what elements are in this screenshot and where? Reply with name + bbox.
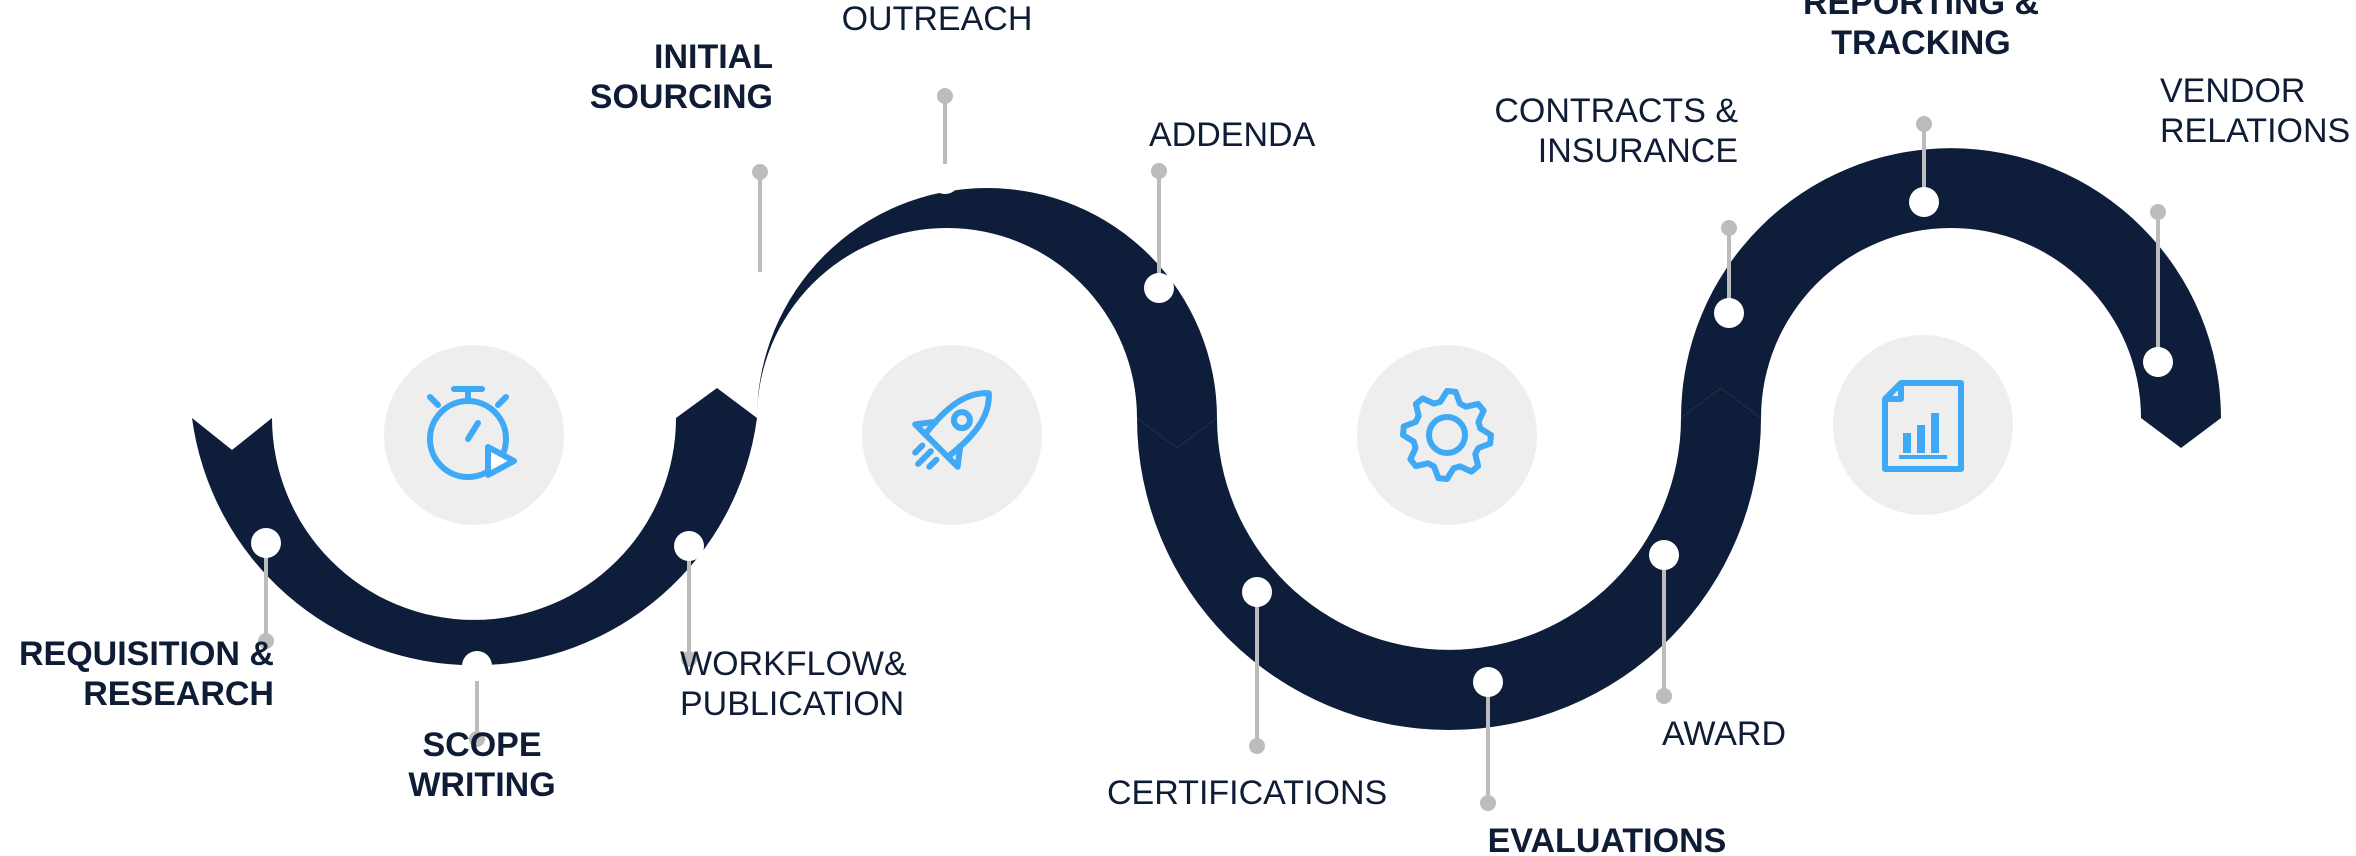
process-road bbox=[192, 148, 2221, 730]
connector-end-dot bbox=[1151, 163, 1167, 179]
step-label-line: VENDOR bbox=[2160, 72, 2305, 110]
milestone-dot bbox=[1714, 298, 1744, 328]
step-label-line: OUTREACH bbox=[842, 0, 1033, 38]
step-label-line: RELATIONS bbox=[2160, 112, 2350, 150]
milestone-dot bbox=[2143, 347, 2173, 377]
step-label-line: RESEARCH bbox=[83, 675, 274, 713]
step-label-line: REPORTING & bbox=[1803, 0, 2039, 22]
step-connectors bbox=[258, 88, 2166, 811]
step-label: CONTRACTS &INSURANCE bbox=[1494, 92, 1738, 170]
milestone-dot bbox=[251, 528, 281, 558]
icon-badges bbox=[384, 335, 2013, 525]
rocket-icon bbox=[912, 390, 992, 470]
connector-end-dot bbox=[1916, 116, 1932, 132]
connector-end-dot bbox=[258, 633, 274, 649]
step-label: ADDENDA bbox=[1149, 116, 1316, 154]
step-label-line: WORKFLOW& bbox=[680, 645, 907, 683]
step-label-line: ADDENDA bbox=[1149, 116, 1316, 154]
milestone-dot bbox=[930, 164, 960, 194]
milestone-dot bbox=[674, 531, 704, 561]
step-label: AWARD bbox=[1662, 715, 1786, 753]
step-label-line: INITIAL bbox=[654, 38, 773, 76]
connector-end-dot bbox=[681, 651, 697, 667]
step-label-line: AWARD bbox=[1662, 715, 1786, 753]
step-label-line: CONTRACTS & bbox=[1494, 92, 1738, 130]
step-label-line: EVALUATIONS bbox=[1488, 822, 1727, 856]
step-label: EVALUATIONS bbox=[1488, 822, 1727, 856]
step-label-line: SCOPE bbox=[422, 726, 541, 764]
milestone-dot bbox=[1909, 187, 1939, 217]
connector-end-dot bbox=[1480, 795, 1496, 811]
road-segment-1 bbox=[192, 388, 757, 666]
connector-end-dot bbox=[2150, 204, 2166, 220]
step-label: REQUISITION &RESEARCH bbox=[19, 635, 274, 713]
step-label: VENDOROUTREACH bbox=[842, 0, 1033, 38]
connector-end-dot bbox=[1656, 688, 1672, 704]
milestone-dot bbox=[1649, 540, 1679, 570]
connector-end-dot bbox=[752, 164, 768, 180]
milestone-dot bbox=[1144, 273, 1174, 303]
step-label: REPORTING &TRACKING bbox=[1803, 0, 2039, 62]
step-label-line: REQUISITION & bbox=[19, 635, 274, 673]
step-label: WORKFLOW&PUBLICATION bbox=[680, 645, 907, 723]
step-label: CERTIFICATIONS bbox=[1107, 774, 1387, 812]
step-label-line: CERTIFICATIONS bbox=[1107, 774, 1387, 812]
step-label-line: INSURANCE bbox=[1538, 132, 1738, 170]
milestone-dot bbox=[462, 651, 492, 681]
step-label-line: TRACKING bbox=[1831, 24, 2010, 62]
connector-end-dot bbox=[1721, 220, 1737, 236]
connector-end-dot bbox=[469, 731, 485, 747]
report-badge bbox=[1833, 335, 2013, 515]
stopwatch-badge bbox=[384, 345, 564, 525]
connector-end-dot bbox=[937, 88, 953, 104]
report-chart-icon bbox=[1882, 380, 1964, 472]
gear-icon bbox=[1400, 388, 1494, 482]
milestone-dot bbox=[1473, 667, 1503, 697]
step-dots bbox=[251, 164, 2173, 697]
step-label-line: SOURCING bbox=[590, 78, 773, 116]
connector-end-dot bbox=[1249, 738, 1265, 754]
step-label-line: PUBLICATION bbox=[680, 685, 904, 723]
gear-badge bbox=[1357, 345, 1537, 525]
road-segment-4 bbox=[1681, 148, 2221, 448]
road-segment-2 bbox=[757, 188, 1217, 448]
stopwatch-play-icon bbox=[427, 386, 517, 480]
milestone-dot bbox=[1242, 577, 1272, 607]
road-segment-3 bbox=[1137, 388, 1761, 730]
rocket-badge bbox=[862, 345, 1042, 525]
milestone-dot bbox=[745, 272, 775, 302]
step-label-line: WRITING bbox=[408, 766, 555, 804]
